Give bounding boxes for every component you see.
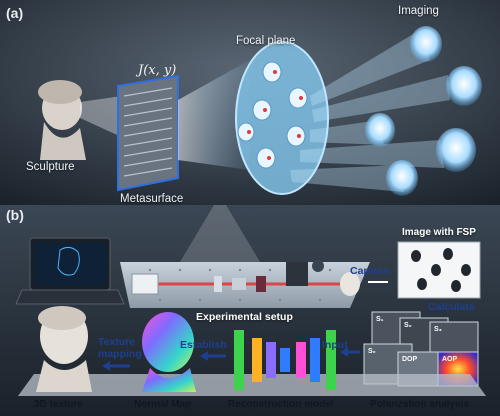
image-with-fsp-label: Image with FSP [402,227,476,238]
panel-b-label: (b) [6,207,24,223]
texture-bust [36,306,92,392]
stokes-s1-label: S₁ [376,316,384,323]
input-arrowhead [340,347,348,357]
texture-mapping-label-1: Texture [98,336,136,348]
metasurface-formula: J(x, y) [138,63,177,78]
capture-label: Capture [350,265,390,277]
normal-map-label: Normal Map [134,399,192,410]
imaging-label: Imaging [398,5,439,17]
bottom-table [18,374,486,396]
light-beam-focus [178,60,250,170]
light-cone [180,205,260,262]
normal-map-head [142,312,196,392]
texture-arrowhead [102,361,110,371]
reconstruction-model-label: Reconstruction model [228,399,334,410]
panel-a-label: (a) [6,5,24,21]
texture-mapping-label-2: mapping [98,348,142,360]
stokes-s0-label: S₀ [368,348,376,355]
establish-label: Establish [180,339,227,351]
light-beams-out [290,30,450,192]
imaging-heads [365,26,482,196]
metasurface [117,74,179,192]
focal-plane-label: Focal plane [236,35,296,47]
sculpture-bust [38,80,86,160]
dop-label: DOP [402,356,418,363]
reconstruction-network [234,330,336,390]
metasurface-label: Metasurface [120,193,184,205]
laptop [15,237,125,305]
fsp-image-panel [397,241,481,299]
calculate-label: Calculate [428,301,475,313]
optical-table [120,260,370,308]
experimental-setup-label: Experimental setup [196,311,293,323]
polarization-analysis-label: Polarization analysis [370,399,469,410]
input-label: Input [322,339,348,351]
focal-plane-disk [235,41,329,195]
stokes-s2-label: S₂ [404,322,412,329]
sculpture-label: Sculpture [26,161,75,173]
establish-arrowhead [200,351,208,361]
stokes-s3-label: S₃ [434,326,442,333]
aop-label: AOP [442,356,458,363]
three-d-texture-label: 3D texture [34,399,83,410]
